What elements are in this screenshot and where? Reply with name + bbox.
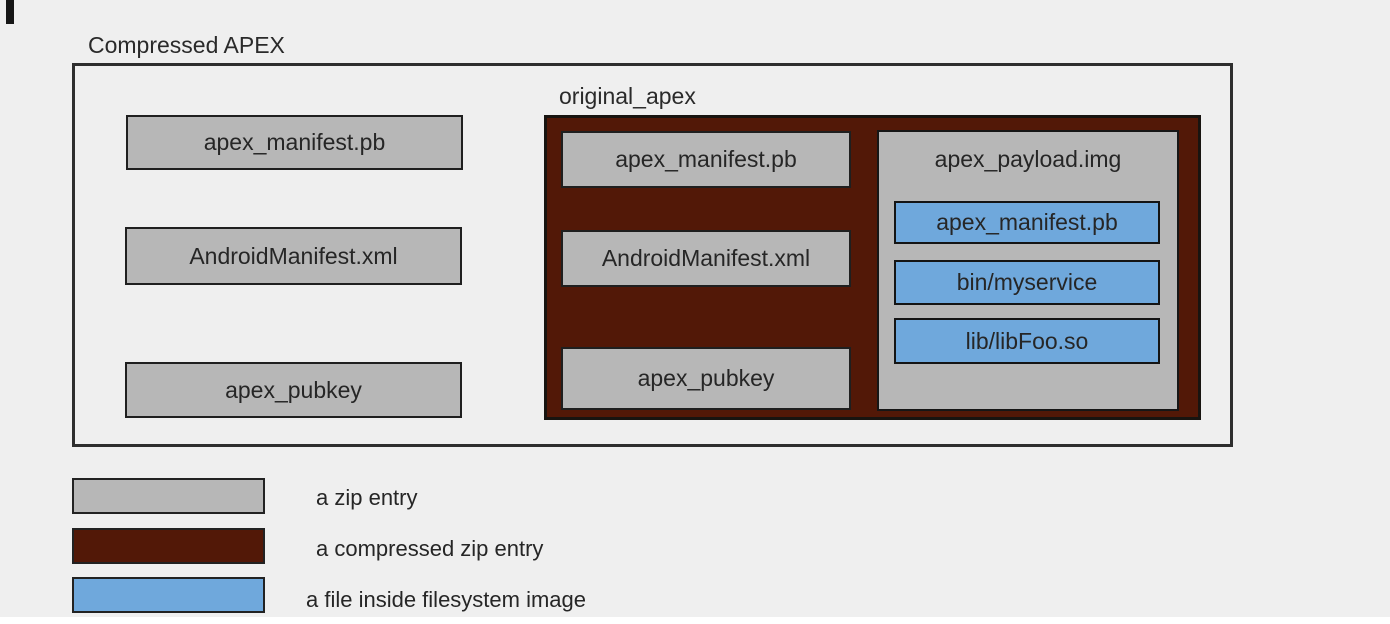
legend-swatch-compressed-zip-entry xyxy=(72,528,265,564)
fs-file-box-bin-myservice: bin/myservice xyxy=(894,260,1160,305)
legend-label-compressed-zip-entry: a compressed zip entry xyxy=(316,536,544,561)
legend-swatch-filesystem-file xyxy=(72,577,265,613)
apex-payload-box: apex_payload.img apex_manifest.pb bin/my… xyxy=(877,130,1179,411)
zip-entry-box-apex-pubkey: apex_pubkey xyxy=(125,362,462,418)
bottom-edge-strip xyxy=(0,617,1390,624)
top-left-artifact-mark xyxy=(6,0,14,24)
legend-label-zip-entry: a zip entry xyxy=(316,485,418,510)
fs-file-box-apex-manifest: apex_manifest.pb xyxy=(894,201,1160,244)
compressed-apex-title: Compressed APEX xyxy=(88,32,285,58)
inner-zip-entry-box-apex-manifest: apex_manifest.pb xyxy=(561,131,851,188)
legend-swatch-zip-entry xyxy=(72,478,265,514)
legend-label-filesystem-file: a file inside filesystem image xyxy=(306,587,587,612)
inner-zip-entry-box-apex-pubkey: apex_pubkey xyxy=(561,347,851,410)
zip-entry-box-android-manifest: AndroidManifest.xml xyxy=(125,227,462,285)
fs-file-box-lib-libfoo: lib/libFoo.so xyxy=(894,318,1160,364)
original-apex-compressed-entry-box: apex_manifest.pb AndroidManifest.xml ape… xyxy=(544,115,1201,420)
compressed-apex-box: apex_manifest.pb AndroidManifest.xml ape… xyxy=(72,63,1233,447)
zip-entry-box-apex-manifest: apex_manifest.pb xyxy=(126,115,463,170)
apex-payload-title: apex_payload.img xyxy=(934,146,1122,172)
original-apex-label: original_apex xyxy=(559,83,696,109)
inner-zip-entry-box-android-manifest: AndroidManifest.xml xyxy=(561,230,851,287)
